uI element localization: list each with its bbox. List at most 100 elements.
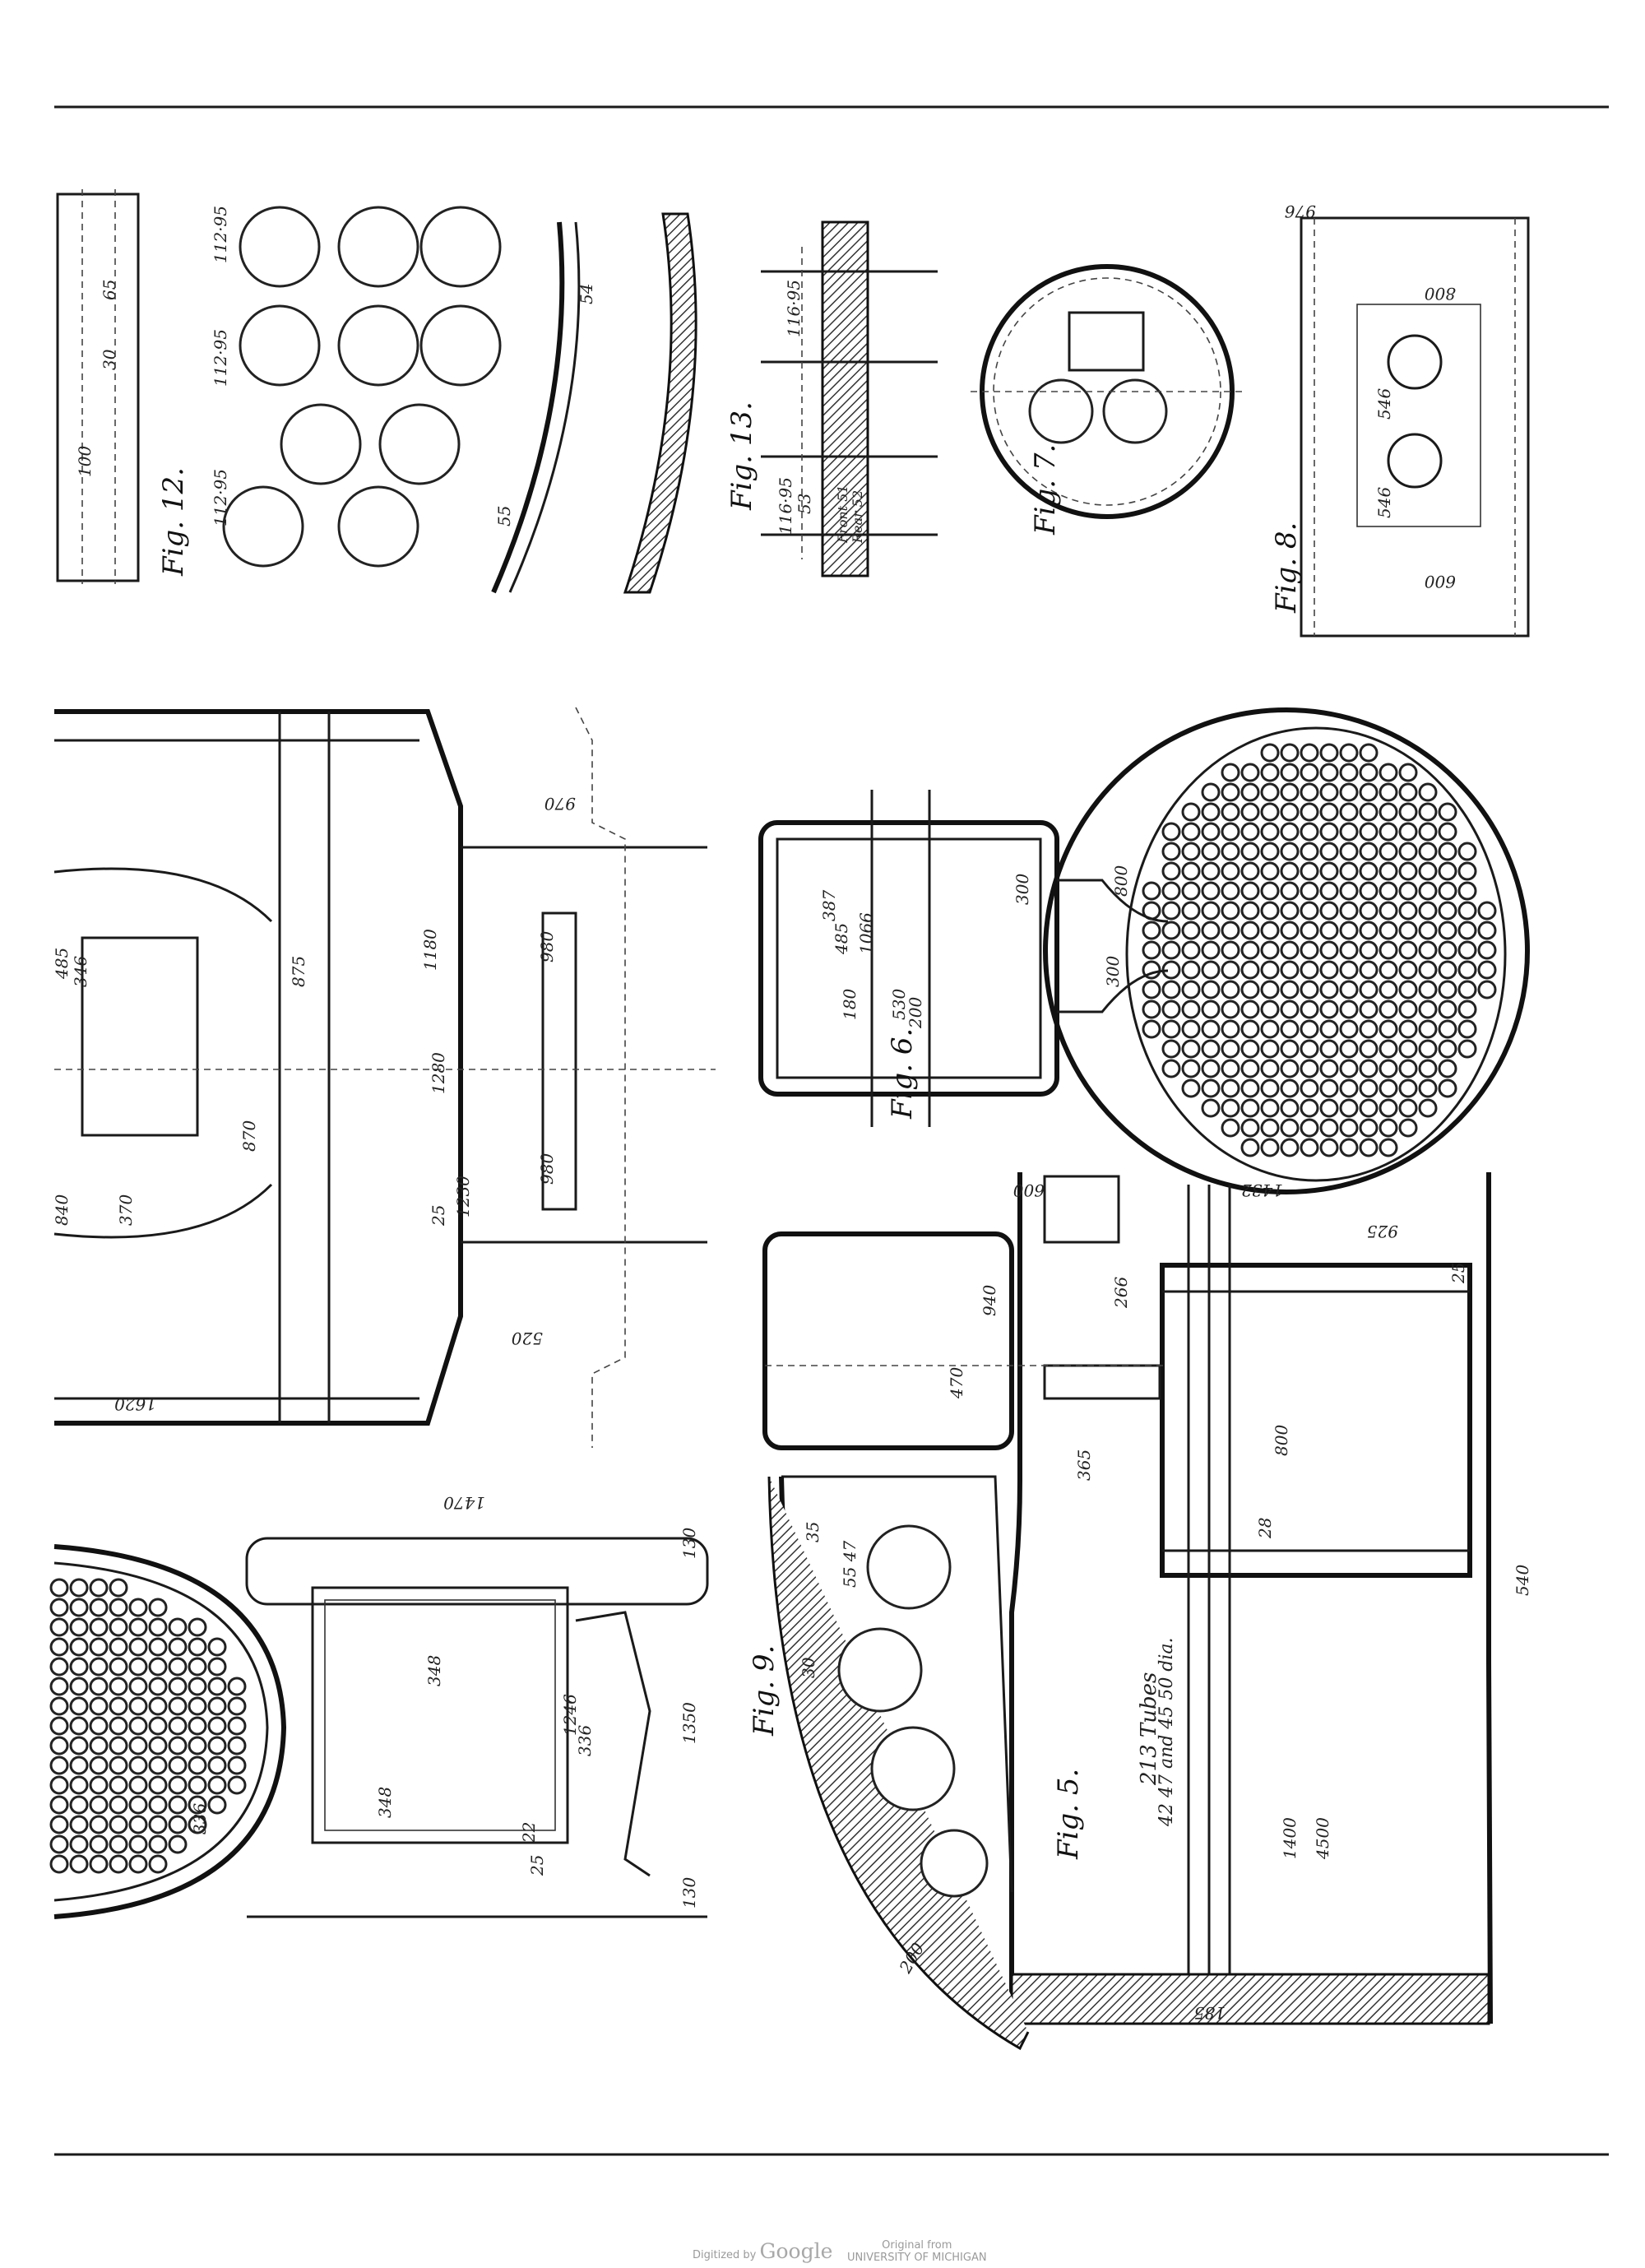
- tube-circle: [1280, 1138, 1300, 1157]
- tube-circle: [1359, 1118, 1379, 1138]
- figure-13: Fig. 13. 116·95 116·95 53 Front 51 Rear …: [725, 220, 938, 577]
- tube-circle: [69, 1637, 89, 1657]
- tube-circle: [227, 1755, 247, 1775]
- tube-circle: [1201, 999, 1221, 1019]
- tube-circle: [1359, 861, 1379, 881]
- tube-circle: [1260, 1118, 1280, 1138]
- tube-circle: [109, 1637, 128, 1657]
- tube-circle: [1181, 861, 1201, 881]
- original-source-credit: Original from UNIVERSITY OF MICHIGAN: [847, 2239, 987, 2264]
- tube-circle: [1161, 980, 1181, 999]
- tube-circle: [1339, 881, 1359, 901]
- plan-view: 1620 1180 1280 1230 980 980 875 870 840 …: [52, 707, 716, 1448]
- tube-circle: [227, 1677, 247, 1696]
- tube-circle: [222, 485, 304, 568]
- dimension-label: 116·95: [776, 477, 795, 535]
- tube-circle: [89, 1578, 109, 1598]
- dimension-label: 540: [1513, 1565, 1532, 1596]
- tube-circle: [148, 1716, 168, 1736]
- tube-circle: [1418, 782, 1438, 802]
- tube-circle: [128, 1815, 148, 1834]
- dimension-label: 370: [116, 1194, 136, 1226]
- tube-circle: [1457, 1019, 1477, 1039]
- tube-circle: [1300, 1138, 1319, 1157]
- tube-circle: [1319, 1118, 1339, 1138]
- tube-circle: [109, 1834, 128, 1854]
- tube-circle: [1221, 842, 1240, 861]
- tube-circle: [1201, 980, 1221, 999]
- tube-circle: [168, 1834, 188, 1854]
- tube-circle: [1240, 802, 1260, 822]
- tube-circle: [1280, 901, 1300, 921]
- tube-circle: [1280, 921, 1300, 940]
- tube-circle: [1359, 1059, 1379, 1078]
- tube-circle: [148, 1834, 168, 1854]
- tube-circle: [1221, 1078, 1240, 1098]
- tube-circle: [1260, 940, 1280, 960]
- fig-13-label: Fig. 13.: [725, 401, 758, 511]
- tube-circle: [1260, 999, 1280, 1019]
- tube-circle: [1201, 1078, 1221, 1098]
- tube-circle: [1280, 881, 1300, 901]
- dimension-label: 1246: [560, 1694, 580, 1736]
- tube-circle: [1300, 1019, 1319, 1039]
- digitized-by-credit: Digitized by Google: [693, 2239, 832, 2263]
- dimension-label: 940: [980, 1285, 999, 1316]
- tube-circle: [1457, 921, 1477, 940]
- tube-circle: [207, 1716, 227, 1736]
- dimension-label: 1470: [443, 1493, 485, 1513]
- tube-circle: [49, 1795, 69, 1815]
- dimension-label: 54: [577, 284, 596, 304]
- tube-circle: [1260, 901, 1280, 921]
- tube-circle: [207, 1677, 227, 1696]
- tube-circle: [1240, 822, 1260, 842]
- tube-circle: [1161, 901, 1181, 921]
- dimension-label: 485: [832, 923, 851, 955]
- fig-6-label: Fig. 6.: [886, 1028, 919, 1120]
- tube-circle: [1300, 980, 1319, 999]
- tube-circle: [1260, 980, 1280, 999]
- tube-circle: [49, 1716, 69, 1736]
- tube-circle: [1418, 1059, 1438, 1078]
- tube-circle: [1319, 763, 1339, 782]
- tube-circle: [148, 1775, 168, 1795]
- tube-circle: [1359, 1039, 1379, 1059]
- tube-circle: [1418, 861, 1438, 881]
- tube-circle: [337, 206, 419, 288]
- tube-circle: [1142, 980, 1161, 999]
- tube-circle: [207, 1696, 227, 1716]
- tube-circle: [1398, 1019, 1418, 1039]
- dimension-label: 53: [795, 494, 814, 514]
- tube-circle: [1240, 861, 1260, 881]
- tube-circle: [1339, 980, 1359, 999]
- tube-circle: [1161, 940, 1181, 960]
- dimension-label: 4500: [1313, 1817, 1332, 1860]
- tube-circle: [1379, 960, 1398, 980]
- tube-circle: [1319, 881, 1339, 901]
- fig-8-label: Fig. 8.: [1270, 522, 1303, 614]
- tube-circle: [128, 1657, 148, 1677]
- figure-8: Fig. 8. 976 800 600 546 546: [1270, 202, 1530, 638]
- tube-circle: [1398, 901, 1418, 921]
- tube-circle: [1359, 921, 1379, 940]
- tube-circle: [1300, 881, 1319, 901]
- fig-9-label: Fig. 9.: [748, 1645, 781, 1737]
- dimension-label: 28: [1255, 1518, 1275, 1539]
- tube-circle: [1359, 802, 1379, 822]
- tube-circle: [1438, 1019, 1457, 1039]
- tube-circle: [419, 206, 502, 288]
- tube-circle: [188, 1677, 207, 1696]
- tube-circle: [1161, 1019, 1181, 1039]
- tube-circle: [1379, 980, 1398, 999]
- figure-12: Fig. 12. 65 30 100 112·95 112·95 112·95 …: [56, 189, 697, 594]
- tube-circle: [1300, 1059, 1319, 1078]
- dimension-label: 30: [100, 349, 119, 370]
- tube-circle: [1339, 999, 1359, 1019]
- tube-circle: [1201, 1059, 1221, 1078]
- dimension-label: 348: [424, 1655, 444, 1686]
- tube-circle: [1221, 1039, 1240, 1059]
- fig-12-label: Fig. 12.: [157, 467, 190, 577]
- dimension-label: 1066: [856, 912, 876, 954]
- tube-circle: [1319, 1138, 1339, 1157]
- tube-circle: [1438, 842, 1457, 861]
